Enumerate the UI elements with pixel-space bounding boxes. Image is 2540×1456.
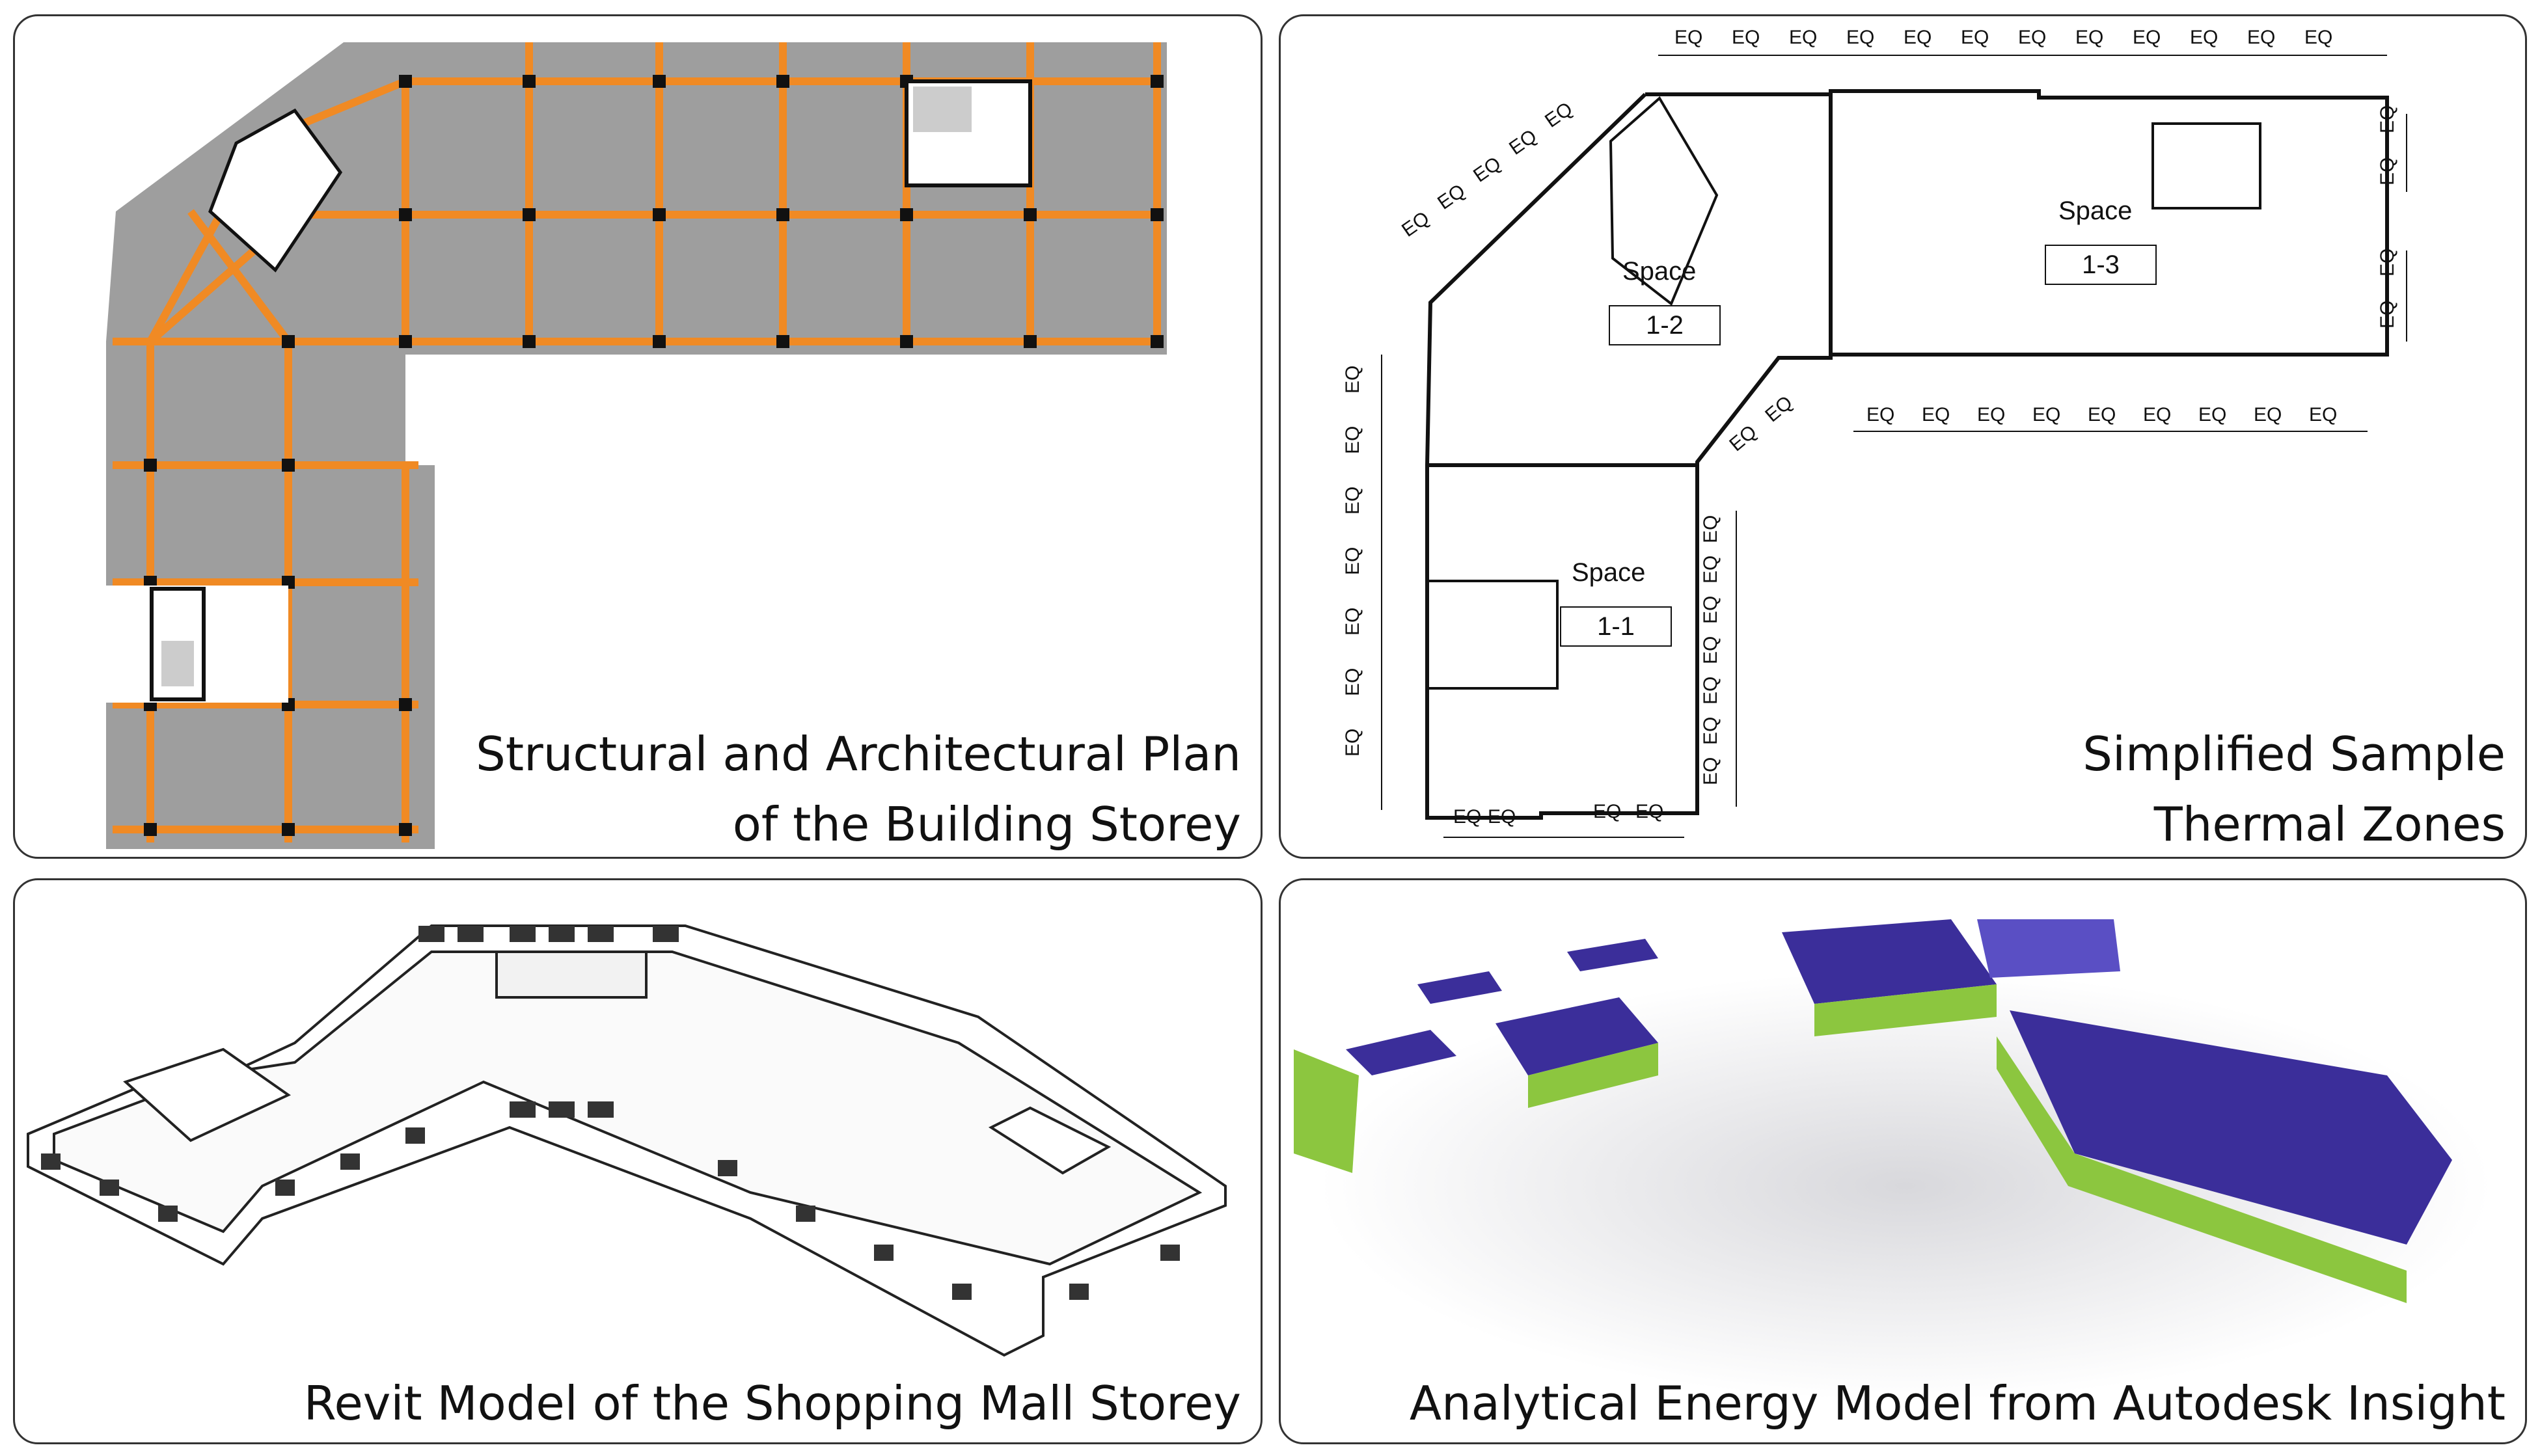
column-markers (144, 75, 1164, 836)
energy-model-masses (1294, 919, 2452, 1303)
structural-plan-caption: Structural and Architectural Plan of the… (476, 719, 1241, 857)
eq-label: EQ (1342, 608, 1363, 636)
eq-label: EQ (2032, 404, 2060, 425)
structural-plan-panel: Structural and Architectural Plan of the… (13, 14, 1263, 859)
caption-line-1: Structural and Architectural Plan (476, 727, 1241, 781)
revit-model-caption: Revit Model of the Shopping Mall Storey (304, 1368, 1241, 1438)
eq-label: EQ (2377, 301, 2398, 329)
eq-label: EQ (1700, 515, 1721, 543)
eq-label: EQ (2254, 404, 2282, 425)
eq-label: EQ (1453, 806, 1481, 828)
eq-label: EQ (1725, 421, 1760, 455)
eq-label: EQ (2247, 27, 2275, 48)
energy-model-caption: Analytical Energy Model from Autodesk In… (1410, 1368, 2506, 1438)
window-rows (41, 926, 1180, 1300)
svg-text:1-3: 1-3 (2082, 250, 2120, 279)
svg-text:Space: Space (2058, 196, 2132, 225)
eq-label: EQ (1674, 27, 1702, 48)
eq-label: EQ (2190, 27, 2218, 48)
dimension-lines (1381, 55, 2407, 838)
eq-label: EQ (1342, 547, 1363, 575)
building-outline (27, 924, 1227, 1357)
eq-label: EQ (1488, 806, 1516, 828)
caption-line-2: of the Building Storey (732, 797, 1241, 852)
eq-label: EQ (1761, 392, 1796, 426)
eq-label: EQ (1342, 668, 1363, 696)
space-1-1: Space 1-1 (1560, 558, 1672, 647)
eq-label: EQ (2309, 404, 2337, 425)
energy-model-panel: Analytical Energy Model from Autodesk In… (1279, 878, 2527, 1444)
revit-model-drawing (27, 924, 1227, 1357)
eq-label: EQ (2304, 27, 2332, 48)
caption-line: Revit Model of the Shopping Mall Storey (303, 1376, 1241, 1431)
revit-model-panel: Revit Model of the Shopping Mall Storey (13, 878, 1263, 1444)
svg-text:Space: Space (1572, 558, 1645, 587)
eq-label: EQ (1541, 98, 1576, 132)
eq-label: EQ (2377, 249, 2398, 276)
eq-label: EQ (1469, 153, 1505, 187)
zone-outline (1425, 89, 2389, 820)
eq-label: EQ (1434, 180, 1469, 214)
eq-label: EQ (2075, 27, 2103, 48)
eq-label: EQ (1904, 27, 1932, 48)
eq-label: EQ (1593, 801, 1621, 822)
eq-label: EQ (1866, 404, 1894, 425)
eq-label: EQ (2377, 157, 2398, 185)
eq-label: EQ (1846, 27, 1874, 48)
floor-slab (106, 42, 1167, 849)
eq-label: EQ (1700, 636, 1721, 664)
svg-text:1-2: 1-2 (1646, 311, 1684, 340)
eq-label: EQ (1342, 426, 1363, 454)
eq-label: EQ (2377, 105, 2398, 133)
eq-label: EQ (1732, 27, 1760, 48)
caption-line-2: Thermal Zones (2153, 797, 2506, 852)
svg-text:Space: Space (1622, 257, 1696, 286)
eq-label: EQ (1342, 487, 1363, 515)
eq-label: EQ (1505, 126, 1540, 159)
eq-label: EQ (1635, 801, 1663, 822)
eq-label: EQ (2133, 27, 2161, 48)
eq-label: EQ (1789, 27, 1817, 48)
eq-label: EQ (1342, 729, 1363, 757)
eq-label: EQ (1700, 596, 1721, 624)
caption-line-1: Simplified Sample (2083, 727, 2506, 781)
eq-label: EQ (2198, 404, 2226, 425)
structural-plan-drawing (106, 42, 1167, 849)
eq-label: EQ (1700, 717, 1721, 745)
energy-model-drawing (1294, 919, 2491, 1401)
eq-label: EQ (1700, 757, 1721, 785)
space-1-2: Space 1-2 (1609, 257, 1721, 345)
space-1-3: Space 1-3 (2045, 196, 2157, 285)
svg-text:1-1: 1-1 (1597, 612, 1635, 641)
eq-label: EQ (1961, 27, 1989, 48)
eq-label: EQ (1700, 677, 1721, 705)
eq-label: EQ (2143, 404, 2171, 425)
eq-label: EQ (1922, 404, 1950, 425)
eq-label: EQ (1398, 208, 1433, 241)
stair-cores (106, 79, 1032, 703)
caption-line: Analytical Energy Model from Autodesk In… (1409, 1376, 2506, 1431)
eq-label: EQ (2088, 404, 2116, 425)
eq-label: EQ (1700, 556, 1721, 584)
thermal-zones-caption: Simplified Sample Thermal Zones (2083, 719, 2506, 857)
eq-label: EQ (1342, 366, 1363, 394)
beam-grid (113, 42, 1164, 843)
eq-label: EQ (2018, 27, 2046, 48)
eq-label: EQ (1977, 404, 2005, 425)
